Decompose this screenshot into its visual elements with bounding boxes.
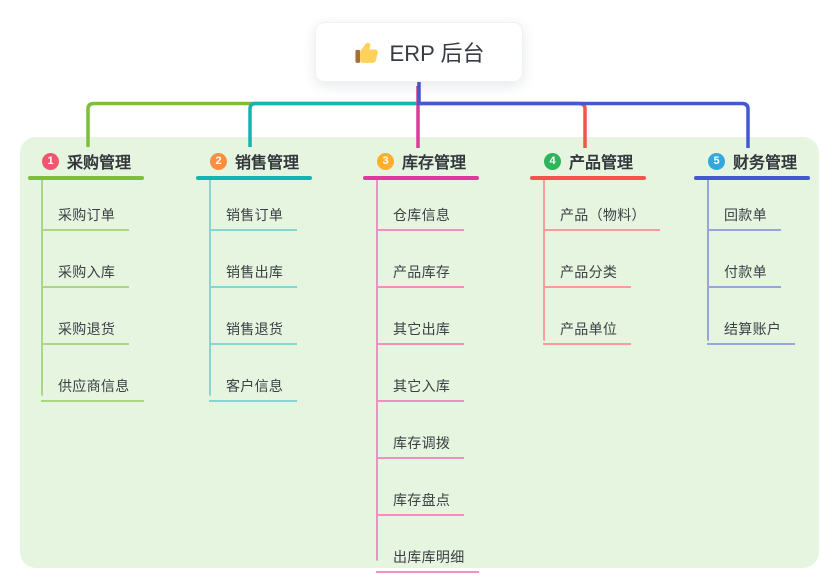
child-node-label: 库存调拨 — [393, 435, 451, 451]
child-node[interactable]: 仓库信息 — [376, 174, 465, 231]
child-node[interactable]: 产品分类 — [543, 231, 632, 288]
child-node[interactable]: 库存盘点 — [376, 459, 465, 516]
branch-node-1[interactable]: 1 采购管理 — [42, 149, 131, 173]
child-node[interactable]: 库存调拨 — [376, 402, 465, 459]
child-node[interactable]: 其它出库 — [376, 288, 465, 345]
branch-number-badge: 4 — [544, 152, 561, 170]
branch-underline — [530, 176, 646, 180]
child-node-label: 其它入库 — [393, 378, 451, 394]
child-node-label: 仓库信息 — [393, 207, 451, 223]
branch-underline — [363, 176, 479, 180]
child-node[interactable]: 回款单 — [707, 174, 781, 231]
branch-label: 产品管理 — [569, 155, 634, 172]
child-node-label: 其它出库 — [393, 321, 451, 337]
child-node-label: 客户信息 — [226, 378, 284, 394]
branch-number-badge: 5 — [708, 152, 725, 170]
child-node[interactable]: 采购入库 — [41, 231, 130, 288]
child-node[interactable]: 销售退货 — [209, 288, 298, 345]
branch-node-4[interactable]: 4 产品管理 — [544, 149, 633, 173]
branch-underline — [196, 176, 312, 180]
child-node-label: 供应商信息 — [58, 378, 130, 394]
child-node[interactable]: 供应商信息 — [41, 345, 144, 402]
branch-number-badge: 3 — [377, 152, 394, 170]
branch-label: 销售管理 — [235, 155, 300, 172]
child-node[interactable]: 采购退货 — [41, 288, 130, 345]
thumbs-up-icon — [354, 42, 378, 63]
child-node[interactable]: 付款单 — [707, 231, 781, 288]
child-node[interactable]: 出库库明细 — [376, 516, 479, 573]
child-node-label: 采购订单 — [58, 207, 116, 223]
branch-2-children: 销售订单销售出库销售退货客户信息 — [209, 174, 298, 402]
child-node-label: 采购入库 — [58, 264, 116, 280]
branch-label: 采购管理 — [67, 155, 132, 172]
child-node[interactable]: 销售订单 — [209, 174, 298, 231]
child-node-label: 产品单位 — [560, 321, 618, 337]
child-node[interactable]: 其它入库 — [376, 345, 465, 402]
child-node-label: 销售出库 — [226, 264, 284, 280]
child-node-label: 产品（物料） — [560, 207, 646, 223]
branch-4-children: 产品（物料） 产品分类产品单位 — [543, 174, 660, 345]
branch-3-children: 仓库信息产品库存其它出库其它入库库存调拨库存盘点出库库明细 — [376, 174, 479, 573]
child-node[interactable]: 产品库存 — [376, 231, 465, 288]
branch-underline — [28, 176, 144, 180]
child-node[interactable]: 客户信息 — [209, 345, 298, 402]
branch-5-children: 回款单付款单结算账户 — [707, 174, 796, 345]
child-node[interactable]: 结算账户 — [707, 288, 796, 345]
child-node-label: 销售订单 — [226, 207, 284, 223]
child-node[interactable]: 采购订单 — [41, 174, 130, 231]
branches-background-panel — [20, 137, 819, 568]
branch-label: 财务管理 — [733, 155, 798, 172]
child-connector-line — [707, 177, 709, 341]
child-node[interactable]: 销售出库 — [209, 231, 298, 288]
branch-underline — [694, 176, 810, 180]
branch-1-children: 采购订单采购入库采购退货供应商信息 — [41, 174, 144, 402]
child-connector-line — [376, 177, 378, 561]
child-node-label: 销售退货 — [226, 321, 284, 337]
child-connector-line — [543, 177, 545, 341]
branch-node-2[interactable]: 2 销售管理 — [210, 149, 299, 173]
branch-label: 库存管理 — [402, 155, 467, 172]
child-node-label: 回款单 — [724, 207, 767, 223]
child-node-label: 出库库明细 — [393, 549, 465, 565]
branch-number-badge: 1 — [42, 152, 59, 170]
child-node-label: 采购退货 — [58, 321, 116, 337]
child-node-label: 产品库存 — [393, 264, 451, 280]
branch-node-5[interactable]: 5 财务管理 — [708, 149, 797, 173]
child-node-label: 产品分类 — [560, 264, 618, 280]
child-node[interactable]: 产品（物料） — [543, 174, 660, 231]
root-node[interactable]: ERP 后台 — [316, 23, 522, 81]
child-node-label: 付款单 — [724, 264, 767, 280]
root-node-label: ERP 后台 — [389, 41, 485, 66]
child-node[interactable]: 产品单位 — [543, 288, 632, 345]
branch-node-3[interactable]: 3 库存管理 — [377, 149, 466, 173]
branch-number-badge: 2 — [210, 152, 227, 170]
child-node-label: 库存盘点 — [393, 492, 451, 508]
child-node-label: 结算账户 — [724, 321, 782, 337]
